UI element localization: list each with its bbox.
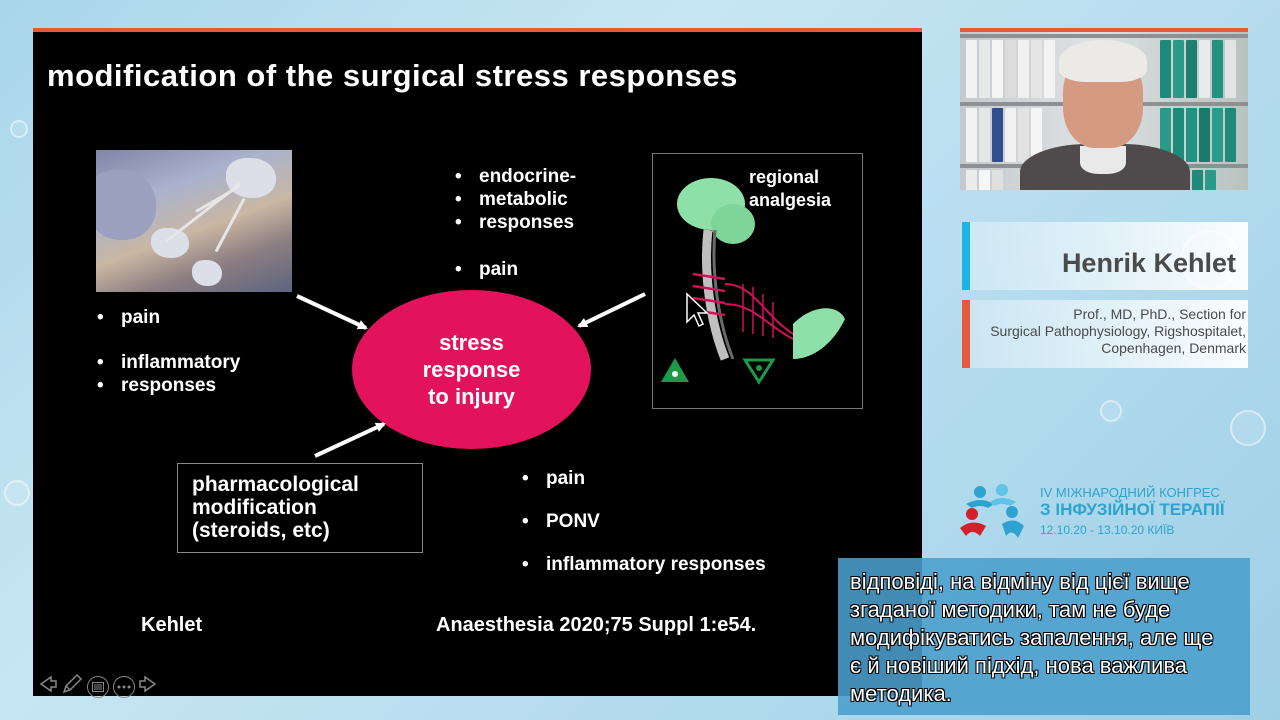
- congress-emblem-icon: [960, 484, 1024, 538]
- slide-title: modification of the surgical stress resp…: [47, 58, 738, 93]
- pharm-line: (steroids, etc): [192, 519, 330, 542]
- presentation-slide: modification of the surgical stress resp…: [33, 28, 922, 698]
- background-bubble: [1100, 400, 1122, 422]
- analgesia-line: regional: [749, 167, 820, 187]
- arrow-bottom: [314, 422, 386, 458]
- stress-response-ellipse: stress response to injury: [352, 290, 591, 449]
- ellipse-line: stress: [439, 330, 504, 355]
- left-bullet-responses: responses: [97, 374, 216, 397]
- bio-line: Surgical Pathophysiology, Rigshospitalet…: [990, 323, 1246, 339]
- speaker-name-card: Henrik Kehlet: [962, 222, 1248, 290]
- regional-analgesia-diagram: regional analgesia: [652, 153, 863, 409]
- top-bullet-endocrine: endocrine-: [455, 165, 576, 188]
- regional-analgesia-label: regional analgesia: [749, 166, 831, 212]
- left-bullet-pain: pain: [97, 306, 160, 329]
- top-bullet-metabolic: metabolic: [455, 188, 568, 211]
- slide-controls: [37, 673, 159, 700]
- speaker-video: [960, 28, 1248, 190]
- subtitle-line: є й новіший підхід, нова важлива: [850, 653, 1187, 678]
- surgery-photo: [96, 150, 292, 292]
- more-options-icon[interactable]: [113, 675, 135, 698]
- ellipse-line: to injury: [428, 384, 515, 409]
- bio-line: Prof., MD, PhD., Section for: [1073, 306, 1246, 322]
- bottom-bullet-ponv: PONV: [522, 510, 600, 533]
- subtitle-line: методика.: [850, 681, 952, 706]
- speaker-collar: [1080, 146, 1126, 174]
- subtitle-line: згаданої методики, там не буде: [850, 597, 1171, 622]
- next-slide-icon[interactable]: [139, 674, 159, 699]
- pharm-line: modification: [192, 496, 317, 519]
- footer-reference: Anaesthesia 2020;75 Suppl 1:e54.: [436, 614, 757, 636]
- bottom-bullet-inflammatory: inflammatory responses: [522, 553, 766, 576]
- speaker-bio: Prof., MD, PhD., Section for Surgical Pa…: [990, 306, 1246, 357]
- ellipse-line: response: [422, 357, 521, 382]
- speaker-bio-card: Prof., MD, PhD., Section for Surgical Pa…: [962, 300, 1248, 368]
- background-bubble: [4, 480, 30, 506]
- congress-dates: 12.10.20 - 13.10.20 КИЇВ: [1040, 523, 1175, 537]
- slides-grid-icon[interactable]: [87, 675, 109, 698]
- analgesia-line: analgesia: [749, 190, 832, 210]
- subtitle-text: відповіді, на відміну від цієї вище згад…: [850, 568, 1213, 708]
- footer-author: Kehlet: [141, 614, 203, 636]
- arrow-right: [577, 292, 646, 328]
- congress-title-line1: IV МІЖНАРОДНИЙ КОНГРЕС: [1040, 485, 1220, 500]
- background-bubble: [10, 120, 28, 138]
- speaker-hair: [1059, 40, 1147, 82]
- arrow-left: [296, 294, 368, 330]
- left-bullet-inflammatory: inflammatory: [97, 351, 240, 374]
- pharmacological-modification-box: pharmacological modification (steroids, …: [177, 463, 423, 553]
- subtitle-line: відповіді, на відміну від цієї вище: [850, 569, 1190, 594]
- top-bullet-pain: pain: [455, 258, 518, 281]
- background-bubble: [1230, 410, 1266, 446]
- subtitle-line: модифікуватись запалення, але ще: [850, 625, 1214, 650]
- bottom-bullet-pain: pain: [522, 467, 585, 490]
- congress-title-line2: З ІНФУЗІЙНОЇ ТЕРАПІЇ: [1040, 500, 1225, 519]
- bio-line: Copenhagen, Denmark: [1101, 340, 1246, 356]
- slide-arrows: [296, 292, 646, 458]
- speaker-name: Henrik Kehlet: [1061, 248, 1236, 278]
- pen-icon[interactable]: [61, 673, 83, 700]
- spinal-diagram: [661, 178, 845, 385]
- subtitle-overlay: відповіді, на відміну від цієї вище згад…: [838, 558, 1250, 715]
- prev-slide-icon[interactable]: [37, 674, 57, 699]
- congress-logo: IV МІЖНАРОДНИЙ КОНГРЕС З ІНФУЗІЙНОЇ ТЕРА…: [958, 478, 1258, 548]
- pharm-line: pharmacological: [192, 473, 359, 496]
- top-bullet-responses: responses: [455, 211, 574, 234]
